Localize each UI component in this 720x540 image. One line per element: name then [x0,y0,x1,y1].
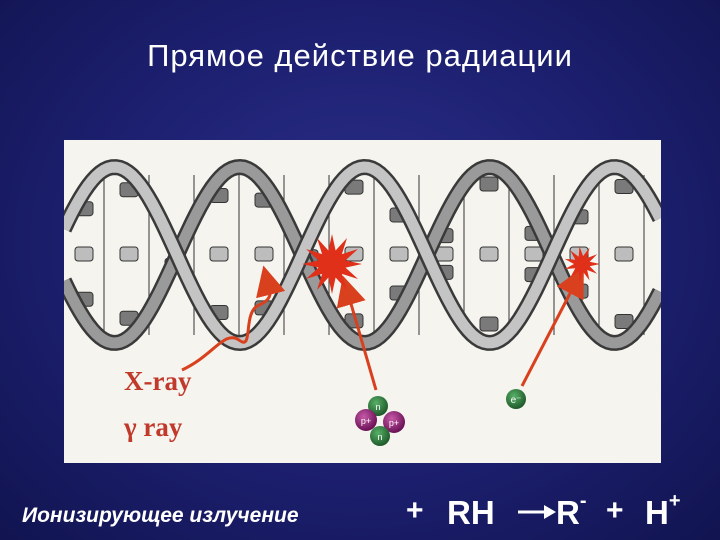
xray-wave-path [181,265,286,372]
impact-burst-small [564,246,600,282]
electron-label: e⁻ [511,395,522,406]
plus-sign-2: + [606,494,624,527]
base-block [479,316,499,332]
strand-ribbon [64,161,661,349]
reaction-arrow-icon [518,505,556,519]
dna-radiation-figure: X-ray γ ray n p+ p+ n e⁻ [64,140,661,463]
base-block [209,246,229,262]
rh-molecule: RH [447,494,495,531]
r-radical: R- [556,490,587,531]
base-block [614,246,634,262]
h-charge: + [668,490,681,512]
r-charge: - [579,490,587,512]
plus-sign-1: + [406,494,424,527]
radiolysis-equation: Ионизирующее излучение + RH R- + H+ [0,490,720,540]
base-block [119,246,139,262]
dna-helix-illustration: X-ray γ ray n p+ p+ n e⁻ [64,158,661,446]
base-block [74,246,94,262]
gamma-ray-label: γ ray [123,412,183,442]
proton-label-2: p+ [389,418,399,428]
electron-arrow [520,266,584,387]
slide-title: Прямое действие радиации [147,38,573,73]
ionizing-radiation-label: Ионизирующее излучение [22,504,299,527]
neutron-label-1: n [375,402,380,412]
h-ion: H+ [645,490,681,531]
base-block [479,246,499,262]
xray-label: X-ray [124,366,192,396]
alpha-particle: n p+ p+ n [355,396,405,446]
electron-particle: e⁻ [506,389,526,409]
base-block [479,176,499,192]
alpha-particle-arrow [336,275,378,391]
base-block [389,246,409,262]
proton-label-1: p+ [361,416,371,426]
base-block [254,246,274,262]
base-block [524,246,544,262]
impact-burst-large [302,234,362,294]
neutron-label-2: n [377,432,382,442]
